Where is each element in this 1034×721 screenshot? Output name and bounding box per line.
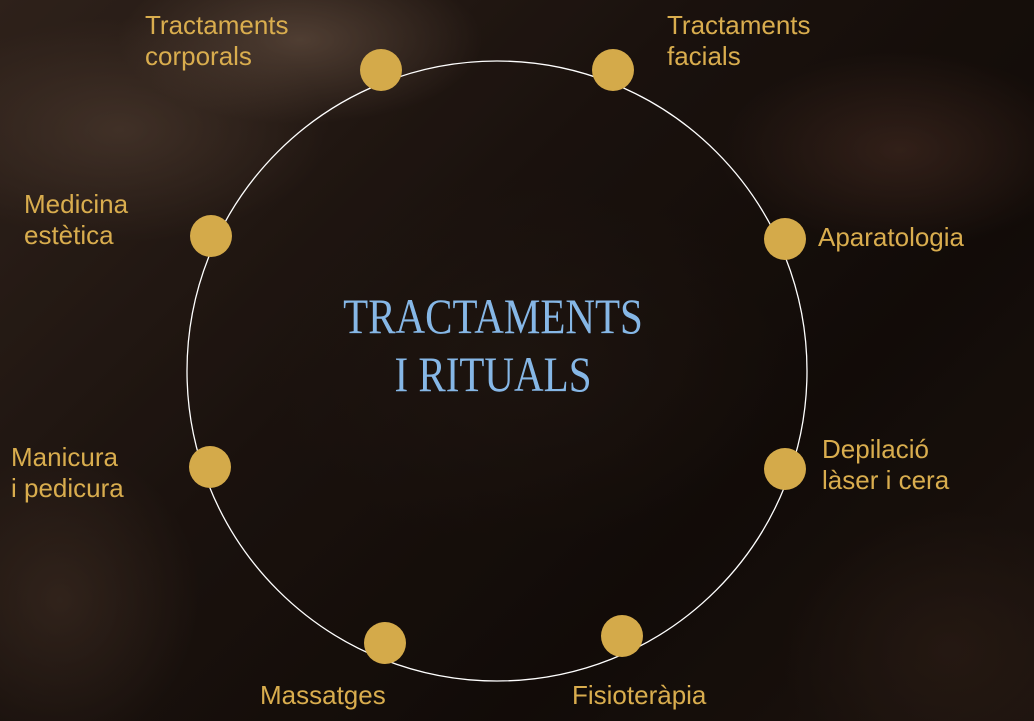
- title-line-1: TRACTAMENTS: [321, 287, 665, 345]
- link-medicina[interactable]: Medicina estètica: [24, 189, 128, 251]
- label-line: Depilació: [822, 434, 949, 465]
- ring-dot-tractaments-facials[interactable]: [592, 49, 634, 91]
- ring-dot-manicura[interactable]: [189, 446, 231, 488]
- label-line: Aparatologia: [818, 222, 964, 253]
- link-tractaments-facials[interactable]: Tractaments facials: [667, 10, 811, 72]
- title-line-2: I RITUALS: [321, 345, 665, 403]
- page-title: TRACTAMENTS I RITUALS: [321, 287, 665, 403]
- ring-dot-tractaments-corporals[interactable]: [360, 49, 402, 91]
- label-line: i pedicura: [11, 473, 124, 504]
- label-line: facials: [667, 41, 811, 72]
- link-massatges[interactable]: Massatges: [260, 680, 386, 711]
- label-line: Fisioteràpia: [572, 680, 706, 711]
- link-tractaments-corporals[interactable]: Tractaments corporals: [145, 10, 289, 72]
- label-line: làser i cera: [822, 465, 949, 496]
- ring-dot-massatges[interactable]: [364, 622, 406, 664]
- link-depilacio[interactable]: Depilació làser i cera: [822, 434, 949, 496]
- link-manicura[interactable]: Manicura i pedicura: [11, 442, 124, 504]
- label-line: Tractaments: [667, 10, 811, 41]
- label-line: Massatges: [260, 680, 386, 711]
- label-line: Manicura: [11, 442, 124, 473]
- ring-dot-fisioterapia[interactable]: [601, 615, 643, 657]
- label-line: Tractaments: [145, 10, 289, 41]
- link-fisioterapia[interactable]: Fisioteràpia: [572, 680, 706, 711]
- ring-dot-depilacio[interactable]: [764, 448, 806, 490]
- ring-dot-aparatologia[interactable]: [764, 218, 806, 260]
- link-aparatologia[interactable]: Aparatologia: [818, 222, 964, 253]
- label-line: estètica: [24, 220, 128, 251]
- ring-dot-medicina[interactable]: [190, 215, 232, 257]
- label-line: corporals: [145, 41, 289, 72]
- label-line: Medicina: [24, 189, 128, 220]
